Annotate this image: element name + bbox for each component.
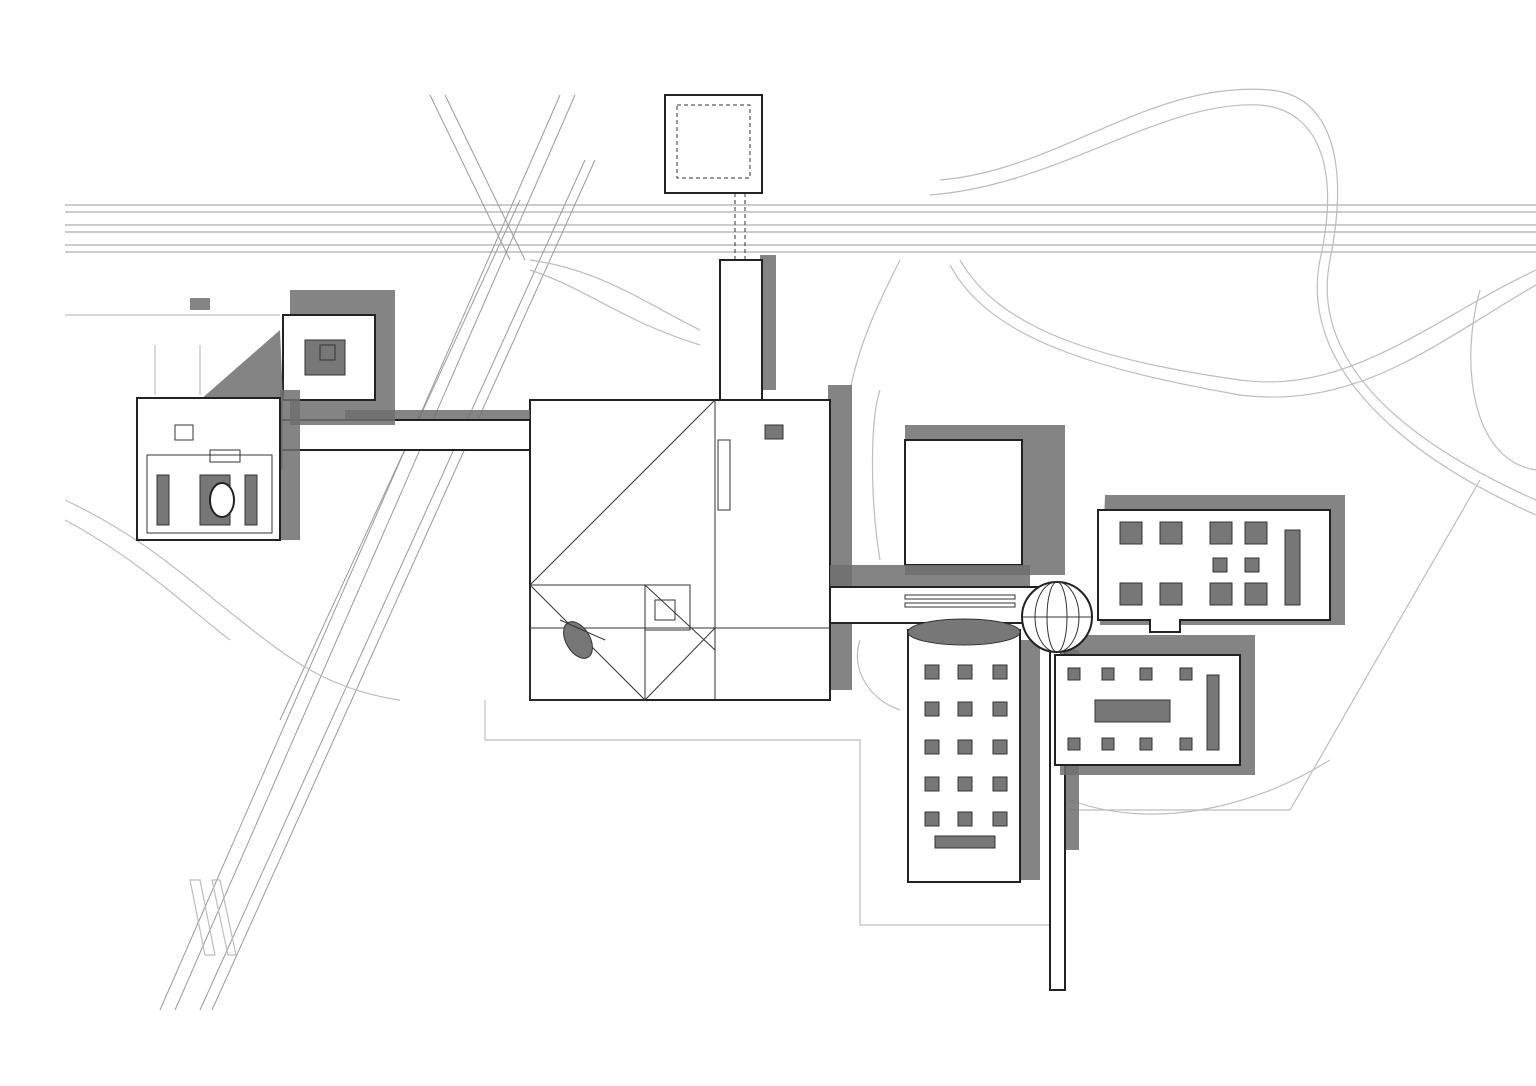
south-building bbox=[907, 618, 1040, 883]
highway-lines bbox=[65, 204, 1536, 253]
road-curves bbox=[64, 88, 1536, 926]
room-square bbox=[992, 811, 1008, 827]
west-building bbox=[136, 290, 395, 541]
room-square bbox=[957, 811, 973, 827]
room-square bbox=[1101, 737, 1115, 751]
room-square bbox=[1212, 557, 1228, 573]
room-square bbox=[924, 664, 940, 680]
railway-lines bbox=[159, 94, 596, 1011]
east-corridor bbox=[829, 565, 1041, 624]
room-square bbox=[957, 739, 973, 755]
room-square bbox=[1209, 521, 1233, 545]
east-block bbox=[904, 425, 1065, 575]
room-square bbox=[924, 739, 940, 755]
room-square bbox=[1067, 667, 1081, 681]
north-pavilion bbox=[664, 94, 763, 260]
room-square bbox=[1101, 667, 1115, 681]
room-square bbox=[1244, 582, 1268, 606]
tower bbox=[719, 255, 776, 401]
room-square bbox=[1179, 667, 1193, 681]
room-square bbox=[1244, 521, 1268, 545]
southeast-building bbox=[1054, 635, 1255, 775]
room-square bbox=[957, 664, 973, 680]
room-square bbox=[1119, 582, 1143, 606]
sphere-node bbox=[1021, 581, 1093, 653]
room-square bbox=[1179, 737, 1193, 751]
room-square bbox=[1159, 582, 1183, 606]
northeast-building bbox=[1097, 495, 1345, 633]
room-square bbox=[1244, 557, 1260, 573]
room-square bbox=[1159, 521, 1183, 545]
room-square bbox=[924, 776, 940, 792]
room-square bbox=[1139, 667, 1153, 681]
room-square bbox=[1209, 582, 1233, 606]
room-square bbox=[924, 701, 940, 717]
room-square bbox=[992, 739, 1008, 755]
room-square bbox=[992, 701, 1008, 717]
main-hall bbox=[529, 385, 852, 701]
room-square bbox=[957, 701, 973, 717]
room-square bbox=[957, 776, 973, 792]
room-square bbox=[1067, 737, 1081, 751]
room-square bbox=[992, 776, 1008, 792]
room-square bbox=[992, 664, 1008, 680]
room-square bbox=[924, 811, 940, 827]
room-square bbox=[1119, 521, 1143, 545]
room-square bbox=[1139, 737, 1153, 751]
